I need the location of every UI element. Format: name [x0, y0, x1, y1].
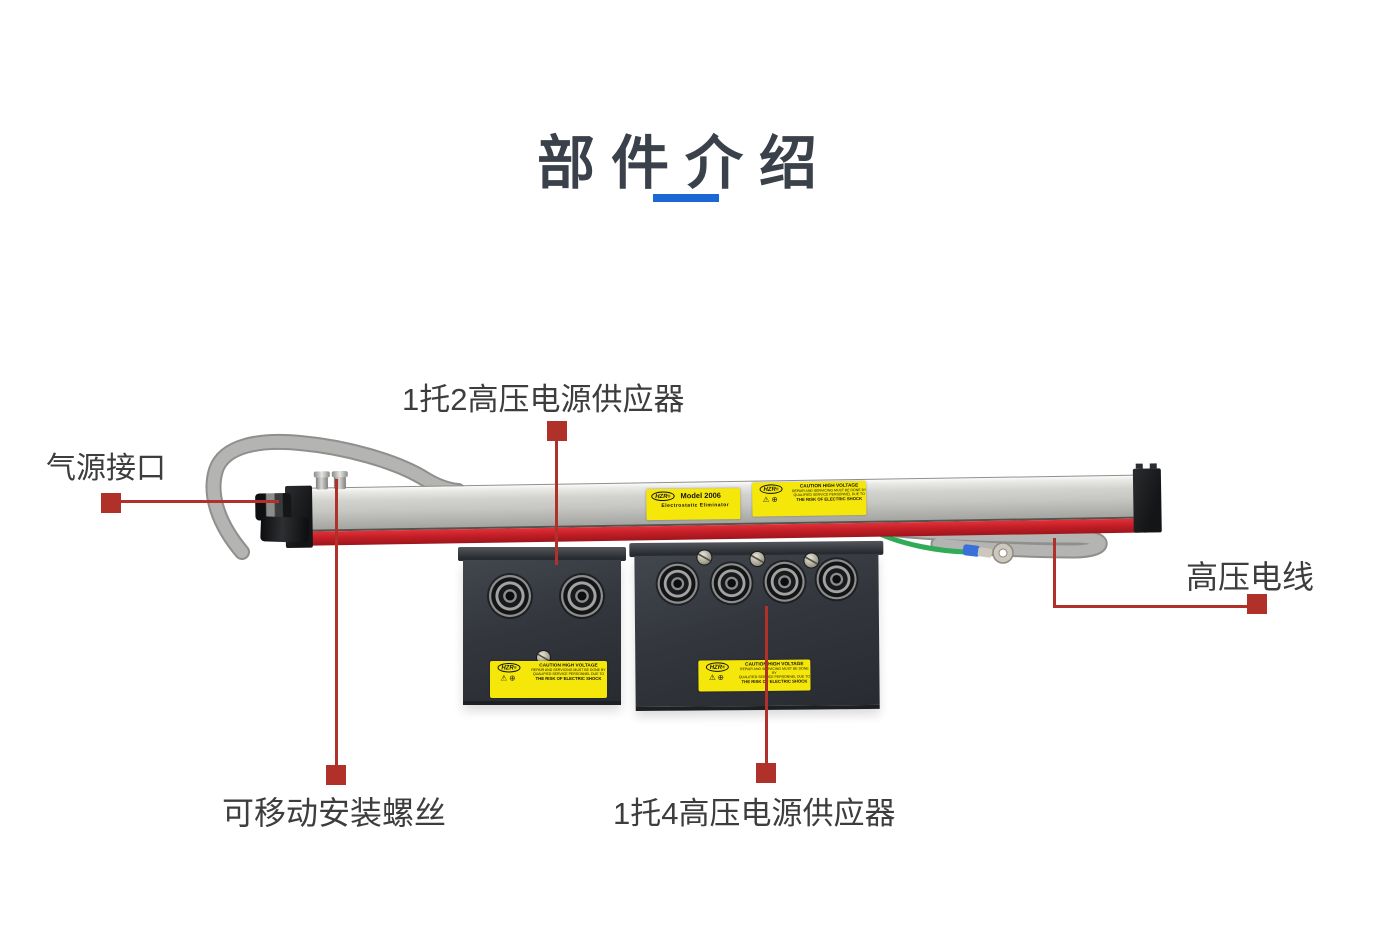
callout-hv-wire-marker: [1247, 594, 1267, 614]
ground-icon: ⊕: [509, 674, 518, 683]
caution-label-bar: HZR® ⚠⊕ CAUTION HIGH VOLTAGE REPAIR AND …: [751, 480, 867, 517]
caution-label-box: HZR® ⚠⊕ CAUTION HIGH VOLTAGE REPAIR AND …: [490, 661, 607, 698]
cap-bump: [1135, 463, 1143, 469]
callout-ps1to2-marker: [547, 421, 567, 441]
mounting-screw: [315, 471, 329, 490]
air-tube: [207, 435, 464, 558]
hv-connector: [711, 563, 752, 604]
callout-ps1to2-line: [555, 440, 558, 565]
case-screw: [804, 553, 819, 568]
callout-ps1to4-line: [765, 606, 768, 765]
box-lid: [458, 547, 626, 561]
hv-connector: [764, 561, 805, 602]
terminal-neck: [977, 547, 993, 558]
callout-hv-wire-label: 高压电线: [1186, 559, 1315, 595]
hv-connector: [561, 575, 603, 617]
case-screw: [537, 651, 550, 664]
warning-triangle-icon: ⚠: [762, 495, 772, 505]
callout-ps1to4-marker: [756, 763, 776, 783]
case-screw: [697, 550, 712, 565]
power-supply-1to2: HZR® ⚠⊕ CAUTION HIGH VOLTAGE REPAIR AND …: [458, 547, 626, 705]
page-title: 部件介绍: [536, 131, 833, 196]
hv-connector: [816, 559, 857, 600]
warning-triangle-icon: ⚠: [500, 674, 510, 683]
callout-screw-marker: [326, 765, 346, 785]
callout-screw-label: 可移动安装螺丝: [222, 795, 447, 831]
model-label: HZR® Model 2006 Electrostatic Eliminator: [646, 488, 741, 521]
crimp-sleeve: [962, 544, 981, 557]
model-subtitle: Electrostatic Eliminator: [661, 502, 730, 509]
callout-hv-wire-line-v: [1053, 538, 1056, 608]
air-fitting-nut: [260, 516, 310, 543]
hv-connector: [657, 563, 698, 604]
case-screw: [750, 551, 765, 567]
callout-air-inlet-label: 气源接口: [46, 452, 166, 485]
brand-logo: HZR®: [651, 491, 675, 502]
caution-label-box: HZR® ⚠⊕ CAUTION HIGH VOLTAGE REPAIR AND …: [698, 659, 811, 692]
callout-hv-wire-line-h: [1053, 605, 1249, 608]
brand-logo: HZR®: [497, 663, 521, 673]
model-number: Model 2006: [680, 491, 721, 501]
ground-icon: ⊕: [717, 673, 726, 682]
bar-endcap-right: [1132, 463, 1162, 533]
callout-ps1to4-label: 1托4高压电源供应器: [613, 796, 896, 831]
power-supply-1to4: HZR® ⚠⊕ CAUTION HIGH VOLTAGE REPAIR AND …: [629, 540, 884, 712]
hv-connector: [489, 575, 531, 617]
brand-logo: HZR®: [759, 484, 783, 495]
callout-air-inlet-marker: [101, 493, 121, 513]
ground-icon: ⊕: [771, 495, 780, 504]
callout-screw-line: [335, 479, 338, 767]
ground-wire: [877, 531, 969, 555]
warning-triangle-icon: ⚠: [708, 673, 718, 682]
ring-terminal-hole: [998, 548, 1008, 558]
callout-ps1to2-label: 1托2高压电源供应器: [402, 382, 685, 417]
cap-bump: [1149, 463, 1157, 469]
callout-air-inlet-line: [119, 500, 279, 503]
title-underline: [653, 194, 719, 202]
brand-logo: HZR®: [705, 662, 730, 672]
